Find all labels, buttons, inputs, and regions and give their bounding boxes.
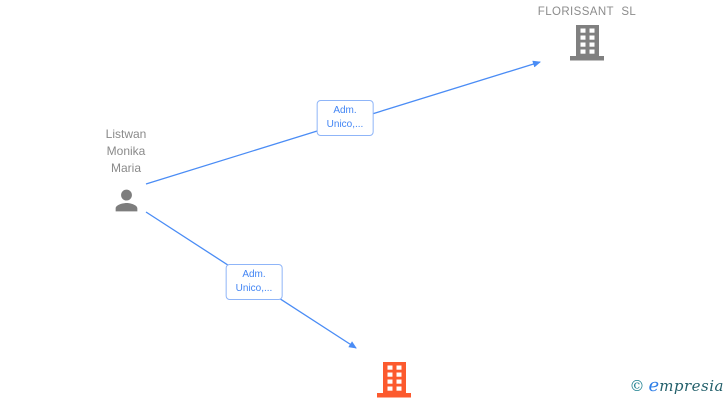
building-icon[interactable] (569, 25, 605, 61)
edge-label-adm-unico-bottom[interactable]: Adm. Unico,... (225, 264, 283, 300)
watermark-brand-initial: e (648, 375, 660, 396)
copyright-icon: © (629, 377, 645, 395)
person-icon[interactable] (111, 185, 142, 216)
watermark-brand-text: mpresia (659, 377, 724, 395)
company-name-florissant[interactable]: FLORISSANT SL (537, 6, 637, 18)
person-name[interactable]: Listwan Monika Maria (105, 127, 147, 175)
empresia-watermark: ©empresia (630, 375, 724, 396)
building-icon[interactable] (376, 362, 412, 398)
edge-label-adm-unico-top[interactable]: Adm. Unico,... (316, 100, 374, 136)
